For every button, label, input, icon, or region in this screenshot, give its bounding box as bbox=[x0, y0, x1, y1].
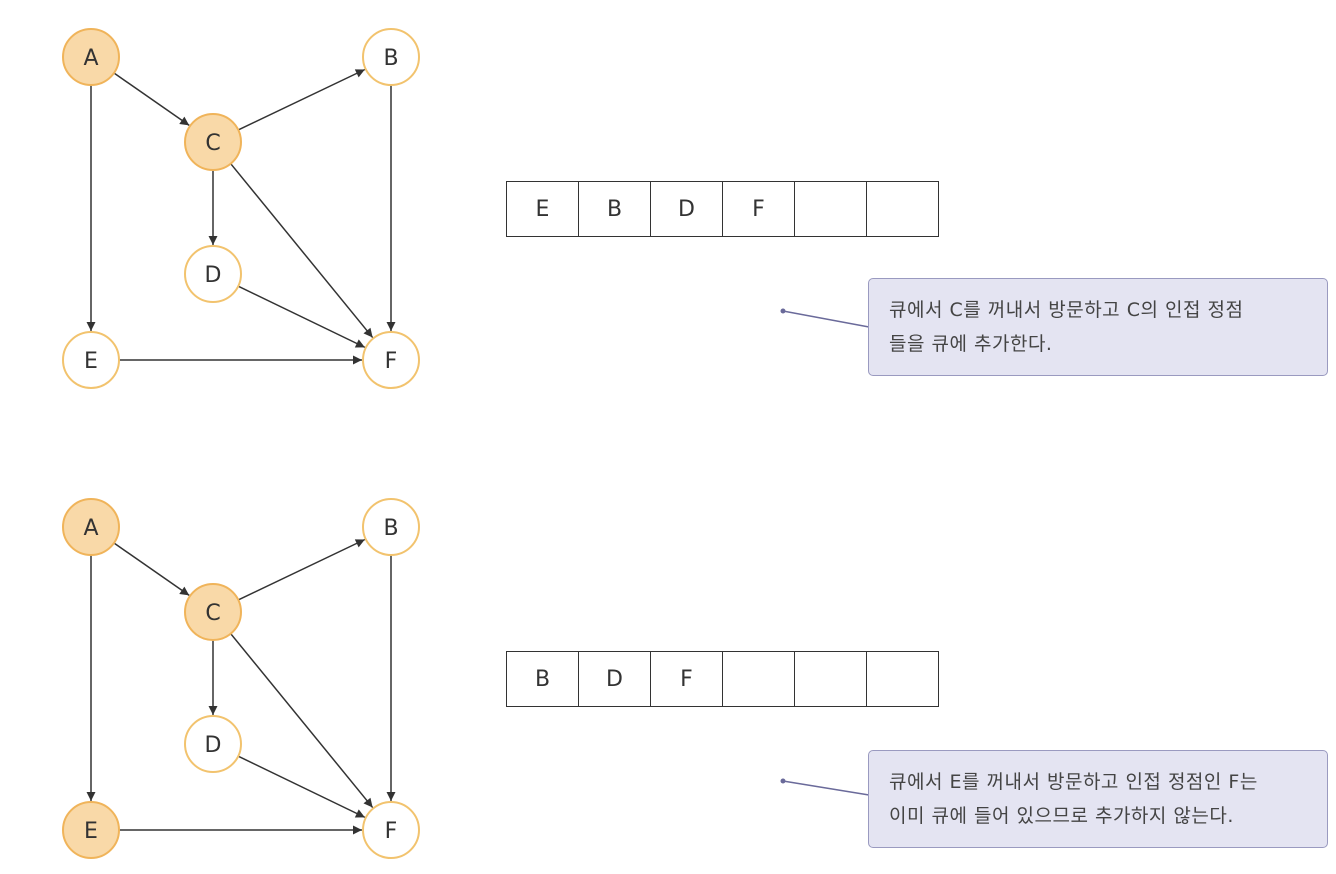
callout-text-line: 큐에서 C를 꺼내서 방문하고 C의 인접 정점 bbox=[889, 299, 1244, 321]
graph-diagram: A B C D E F bbox=[62, 498, 420, 859]
queue-cell bbox=[867, 652, 939, 706]
node-label: D bbox=[205, 733, 222, 758]
edge-c-f bbox=[230, 633, 374, 809]
queue: E B D F bbox=[506, 181, 939, 237]
queue-cell: D bbox=[579, 652, 651, 706]
bfs-step-panel-2: A B C D E F B D F 큐에서 E를 꺼내서 방문하고 인접 정점인 F는 이… bbox=[0, 437, 1336, 874]
node-circle bbox=[184, 715, 242, 773]
node-circle bbox=[184, 245, 242, 303]
node-c: C bbox=[184, 113, 242, 171]
queue-cell: D bbox=[651, 182, 723, 236]
queue-cell: F bbox=[723, 182, 795, 236]
node-label: E bbox=[84, 349, 98, 374]
queue-cell bbox=[723, 652, 795, 706]
edge-c-f bbox=[230, 163, 374, 339]
queue-cell bbox=[795, 182, 867, 236]
node-circle bbox=[362, 801, 420, 859]
node-circle bbox=[62, 28, 120, 86]
node-d: D bbox=[184, 715, 242, 773]
queue-cell: F bbox=[651, 652, 723, 706]
node-b: B bbox=[362, 498, 420, 556]
graph-diagram: A B C D E F bbox=[62, 28, 420, 389]
node-label: C bbox=[205, 601, 220, 626]
node-label: A bbox=[83, 46, 98, 71]
node-label: F bbox=[385, 349, 398, 374]
node-label: E bbox=[84, 819, 98, 844]
node-circle bbox=[362, 498, 420, 556]
edge-a-c bbox=[113, 542, 190, 597]
node-f: F bbox=[362, 331, 420, 389]
node-label: B bbox=[383, 516, 398, 541]
node-label: A bbox=[83, 516, 98, 541]
node-circle bbox=[362, 28, 420, 86]
node-label: F bbox=[385, 819, 398, 844]
node-a: A bbox=[62, 28, 120, 86]
callout-text-line: 이미 큐에 들어 있으므로 추가하지 않는다. bbox=[889, 805, 1234, 827]
node-b: B bbox=[362, 28, 420, 86]
queue-cell bbox=[795, 652, 867, 706]
edge-d-f bbox=[237, 285, 366, 349]
bfs-step-panel-1: A B C D E F E B D F 큐에서 C를 꺼내서 방문하고 C의 인접 정점 … bbox=[62, 28, 1328, 389]
node-circle bbox=[62, 801, 120, 859]
node-label: C bbox=[205, 131, 220, 156]
node-f: F bbox=[362, 801, 420, 859]
queue-cell bbox=[867, 182, 939, 236]
callout-box: 큐에서 C를 꺼내서 방문하고 C의 인접 정점 들을 큐에 추가한다. bbox=[868, 278, 1328, 376]
queue-cell: B bbox=[507, 652, 579, 706]
node-circle bbox=[362, 331, 420, 389]
queue: B D F bbox=[506, 651, 939, 707]
edge-c-b bbox=[237, 68, 366, 131]
node-circle bbox=[62, 331, 120, 389]
node-a: A bbox=[62, 498, 120, 556]
node-c: C bbox=[184, 583, 242, 641]
callout-box: 큐에서 E를 꺼내서 방문하고 인접 정점인 F는 이미 큐에 들어 있으므로 … bbox=[868, 750, 1328, 848]
node-label: B bbox=[383, 46, 398, 71]
edge-c-b bbox=[237, 538, 366, 601]
edge-a-c bbox=[113, 72, 190, 127]
queue-cell: E bbox=[507, 182, 579, 236]
node-e: E bbox=[62, 801, 120, 859]
node-label: D bbox=[205, 263, 222, 288]
callout-text-line: 큐에서 E를 꺼내서 방문하고 인접 정점인 F는 bbox=[889, 771, 1258, 793]
node-circle bbox=[62, 498, 120, 556]
node-circle bbox=[184, 113, 242, 171]
node-e: E bbox=[62, 331, 120, 389]
queue-cell: B bbox=[579, 182, 651, 236]
node-d: D bbox=[184, 245, 242, 303]
edge-d-f bbox=[237, 755, 366, 819]
node-circle bbox=[184, 583, 242, 641]
callout-text-line: 들을 큐에 추가한다. bbox=[889, 333, 1053, 355]
